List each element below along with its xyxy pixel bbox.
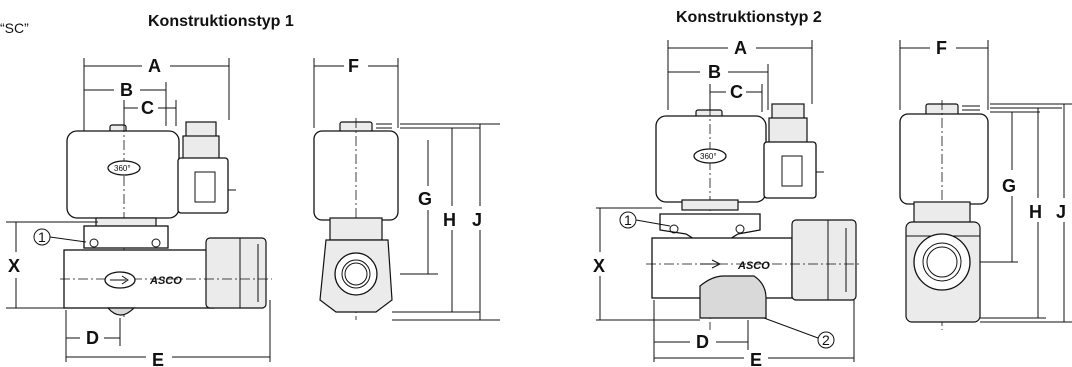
type1-front-view: A B C 360° ASCO <box>6 56 272 367</box>
dim-label-C: C <box>141 98 154 118</box>
type1-side-view: F G H J <box>313 56 500 321</box>
dim-label-C-type2: C <box>730 82 743 102</box>
valve-bonnet <box>83 225 169 249</box>
dim-label-H-type2: H <box>1029 202 1042 222</box>
dim-label-H-type1: H <box>443 210 456 230</box>
title-construction-type-1: Konstruktionstyp 1 <box>148 13 294 30</box>
title-construction-type-2: Konstruktionstyp 2 <box>676 9 822 26</box>
side-port-ring-type2 <box>913 233 971 291</box>
callout-2-label: 2 <box>822 332 830 348</box>
outlet-port-type2 <box>791 219 857 301</box>
dim-label-E-type2: E <box>750 350 762 367</box>
dim-label-A-type2: A <box>734 38 747 58</box>
dim-label-F-type1: F <box>348 56 359 76</box>
coil-rotation-marker <box>107 160 141 176</box>
callout-1-label-type2: 1 <box>624 212 632 228</box>
dim-label-X: X <box>8 256 20 276</box>
type2-side-view: F G H J <box>899 38 1072 330</box>
dim-label-X-type2: X <box>593 256 605 276</box>
callout-1-label: 1 <box>38 229 46 245</box>
dim-label-F-type2: F <box>936 38 947 58</box>
dim-label-B: B <box>120 80 133 100</box>
dim-label-J-type1: J <box>472 210 482 230</box>
coil-rotation-label: 360° <box>114 164 131 173</box>
valve-lower-housing <box>699 275 767 319</box>
coil-rotation-label-type2: 360° <box>700 152 717 161</box>
connector-plug <box>177 157 229 214</box>
callout-2-marker <box>817 331 835 349</box>
connector-plug-type2 <box>763 141 817 199</box>
dim-label-D: D <box>86 328 99 348</box>
side-port-ring-outer <box>334 252 378 296</box>
model-fragment-label: “SC” <box>0 20 29 36</box>
dim-label-D-type2: D <box>696 332 709 352</box>
brand-logo-text-type2: ASCO <box>737 260 770 272</box>
brand-logo-text: ASCO <box>149 275 182 287</box>
dim-label-G-type2: G <box>1002 176 1016 196</box>
dim-label-E: E <box>152 350 164 367</box>
outlet-port <box>205 237 267 309</box>
dim-label-B-type2: B <box>708 62 721 82</box>
dim-label-G-type1: G <box>418 189 432 209</box>
type2-front-view: A B C 360° ASCO 1 <box>593 38 862 367</box>
dim-label-A: A <box>148 56 161 76</box>
dim-label-J-type2: J <box>1056 202 1066 222</box>
coil-housing-side-type2 <box>899 113 989 205</box>
